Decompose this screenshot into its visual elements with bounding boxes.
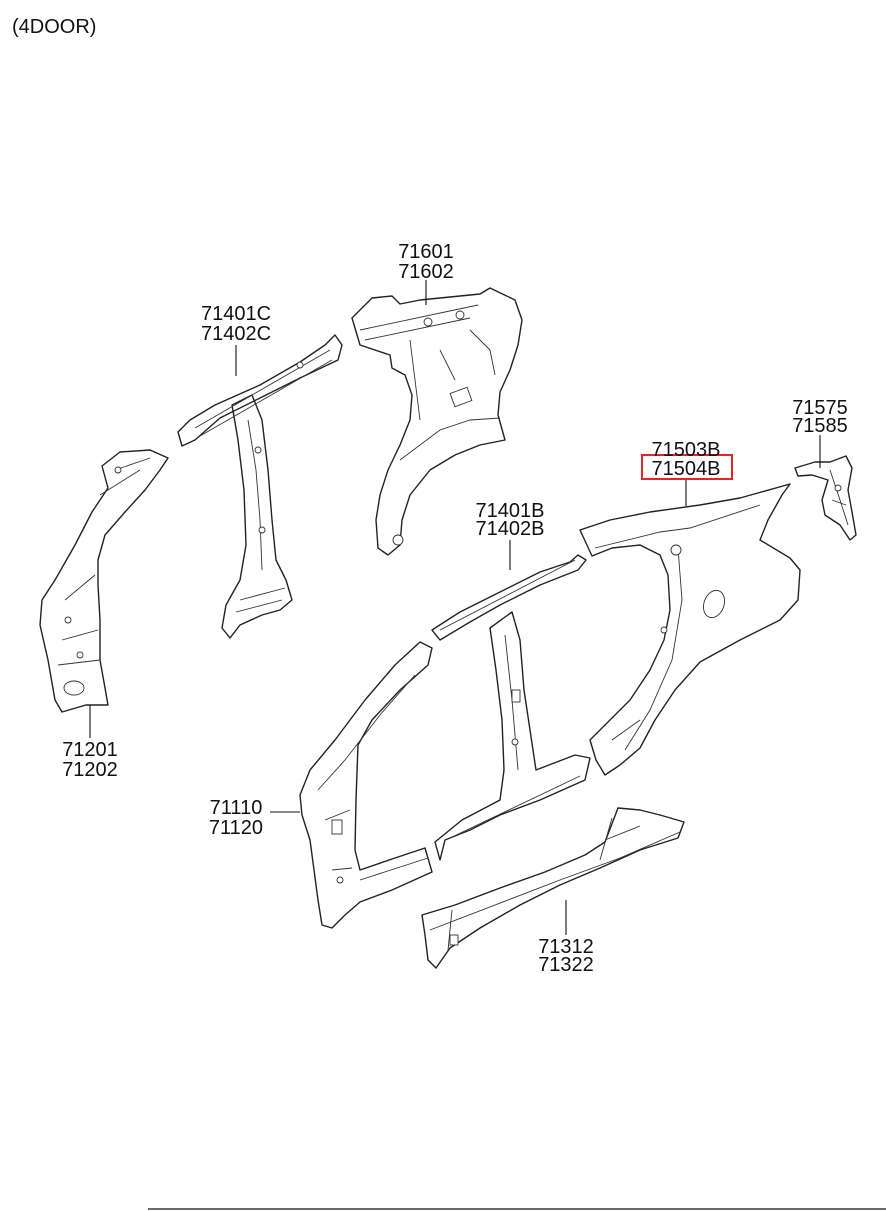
part-number-71401C[interactable]: 71401C xyxy=(201,303,271,325)
part-number-71402B[interactable]: 71402B xyxy=(476,518,545,540)
part-number-71120[interactable]: 71120 xyxy=(209,817,263,839)
part-number-71585[interactable]: 71585 xyxy=(792,415,848,437)
part-number-71110[interactable]: 71110 xyxy=(210,797,263,819)
part-number-71601[interactable]: 71601 xyxy=(398,241,454,263)
part-number-71312[interactable]: 71312 xyxy=(538,936,594,958)
front-pillar-panel[interactable] xyxy=(39,449,169,713)
part-number-71322[interactable]: 71322 xyxy=(538,954,594,976)
part-number-71201[interactable]: 71201 xyxy=(62,739,118,761)
page-caption: (4DOOR) xyxy=(12,16,97,38)
part-number-71504B[interactable]: 71504B xyxy=(652,458,721,480)
part-number-71401B[interactable]: 71401B xyxy=(476,500,545,522)
side-outer-panel-front[interactable] xyxy=(299,641,433,929)
side-sill-panel[interactable] xyxy=(421,807,685,969)
part-number-71602[interactable]: 71602 xyxy=(398,261,454,283)
highlight-box xyxy=(641,454,733,480)
roof-rail-inner-panel[interactable] xyxy=(177,334,343,639)
quarter-outer-panel[interactable] xyxy=(579,483,801,776)
part-number-71402C[interactable]: 71402C xyxy=(201,323,271,345)
part-number-71575[interactable]: 71575 xyxy=(792,397,848,419)
part-number-71202[interactable]: 71202 xyxy=(62,759,118,781)
part-number-71503B[interactable]: 71503B xyxy=(652,439,721,461)
rear-quarter-inner-panel[interactable] xyxy=(351,287,523,556)
rear-bracket[interactable] xyxy=(794,455,857,541)
side-outer-panel-center[interactable] xyxy=(431,554,591,861)
